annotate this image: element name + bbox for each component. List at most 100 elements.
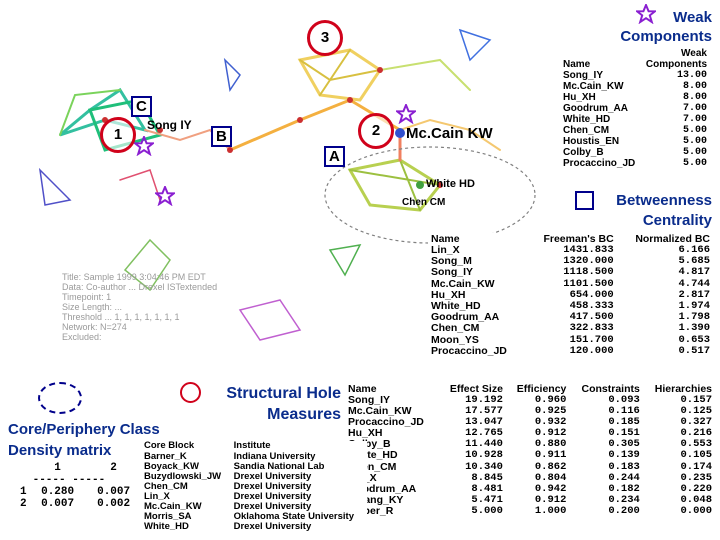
table-cell: 5.685 [678, 255, 710, 268]
table-cell: Song_M [431, 255, 472, 268]
table-row: Chen_CM 5.00 [560, 125, 710, 136]
network-graph [38, 28, 536, 341]
table-cell: Procaccino_JD [563, 158, 636, 169]
table-cell: Mc.Cain_KW [144, 500, 202, 512]
box-label-b: B [211, 126, 232, 147]
table-cell: 0.216 [680, 427, 712, 440]
table-cell: 1101.500 [563, 277, 614, 290]
table-cell: 120.000 [569, 344, 614, 357]
table-cell: Mc.Cain_KW [348, 405, 412, 418]
table-cell: 10.340 [465, 460, 503, 473]
table-cell: Chen_CM [348, 460, 397, 473]
table-header: Name [348, 383, 377, 395]
table-cell: Goodrum_AA [563, 103, 628, 114]
table-cell: 0.000 [680, 504, 712, 517]
node-label-mccain: Mc.Cain KW [406, 125, 493, 142]
table-cell: 654.000 [569, 288, 614, 301]
table-cell: Hu_XH [431, 288, 466, 301]
table-cell: 7.00 [682, 103, 707, 114]
table-cell: Song_IY [348, 394, 391, 406]
table-cell: Drexel University [233, 470, 312, 482]
table-cell: 1320.000 [563, 255, 614, 268]
table-cell: 1.974 [678, 300, 710, 313]
table-cell: 0.139 [608, 449, 640, 462]
table-cell: Chen_CM [431, 322, 480, 335]
table-cell: Barner_K [144, 450, 187, 462]
table-cell: Lin_X [144, 490, 170, 502]
table-cell: 0.007 [97, 486, 131, 498]
info-line: Network: N=274 [62, 322, 127, 332]
info-line: Timepoint: 1 [62, 292, 112, 302]
table-cell: 8.481 [471, 482, 503, 495]
table-header-row: Name Weak Components [560, 48, 710, 70]
table-cell [17, 462, 30, 474]
table-row: Goodrum_AA 7.00 [560, 103, 710, 114]
table-cell: Procaccino_JD [431, 344, 507, 357]
table-cell: 0.125 [680, 405, 712, 418]
table-header: Core Block [144, 440, 195, 451]
weak-components-title: Weak Components [620, 8, 712, 46]
network-diagram: Title: Sample 1999 3:04:46 PM EDT Data: … [38, 20, 536, 342]
star-icon [134, 136, 154, 156]
circle-label-1: 1 [100, 117, 136, 153]
table-cell: 0.116 [608, 405, 640, 418]
table-cell: 8.00 [682, 81, 707, 92]
table-header: Constraints [581, 383, 640, 395]
title-line: Centrality [642, 212, 712, 229]
table-cell: 0.157 [680, 394, 712, 406]
table-cell: 6.166 [678, 244, 710, 256]
table-cell: 13.047 [465, 416, 503, 429]
table-cell: 1.390 [678, 322, 710, 335]
table-cell: Procaccino_JD [348, 416, 424, 429]
table-cell: White_HD [348, 449, 398, 462]
table-cell: 5.00 [682, 125, 707, 136]
table-cell: 0.183 [608, 460, 640, 473]
table-cell: Drexel University [233, 480, 312, 492]
table-cell: 0.880 [534, 438, 567, 451]
circle-label-2: 2 [358, 113, 394, 149]
table-cell: Weber_R [348, 504, 394, 517]
table-cell: White_HD [563, 114, 611, 125]
table-cell: 19.192 [465, 394, 503, 406]
table-cell: 0.234 [608, 493, 640, 506]
table-cell: 1 [20, 486, 27, 498]
title-line: Measures [267, 406, 341, 423]
table-cell: Chen_CM [563, 125, 610, 136]
table-header-row: Core Block Institute [141, 440, 367, 452]
table-cell: Mc.Cain_KW [431, 277, 495, 290]
table-header: Weak Components [645, 48, 707, 70]
square-icon [575, 191, 594, 210]
table-cell: Oklahoma State University [233, 511, 355, 523]
node-label-chen: Chen CM [402, 197, 446, 208]
info-line: Excluded: [62, 332, 102, 342]
star-icon [636, 4, 656, 24]
table-header-row: Name Effect Size Efficiency Constraints … [345, 383, 715, 395]
table-cell: 10.928 [465, 449, 503, 462]
table-header: 2 [110, 462, 117, 474]
table-cell: Colby_B [563, 147, 604, 158]
title-line: Structural Hole [226, 385, 341, 402]
info-line: Size Length: ... [62, 302, 123, 312]
table-cell: 0.048 [680, 493, 712, 506]
table-cell: Sandia National Lab [233, 460, 325, 472]
table-header: Effect Size [449, 383, 503, 395]
table-header: Hierarchies [654, 383, 712, 395]
table-cell: 0.932 [534, 416, 567, 429]
